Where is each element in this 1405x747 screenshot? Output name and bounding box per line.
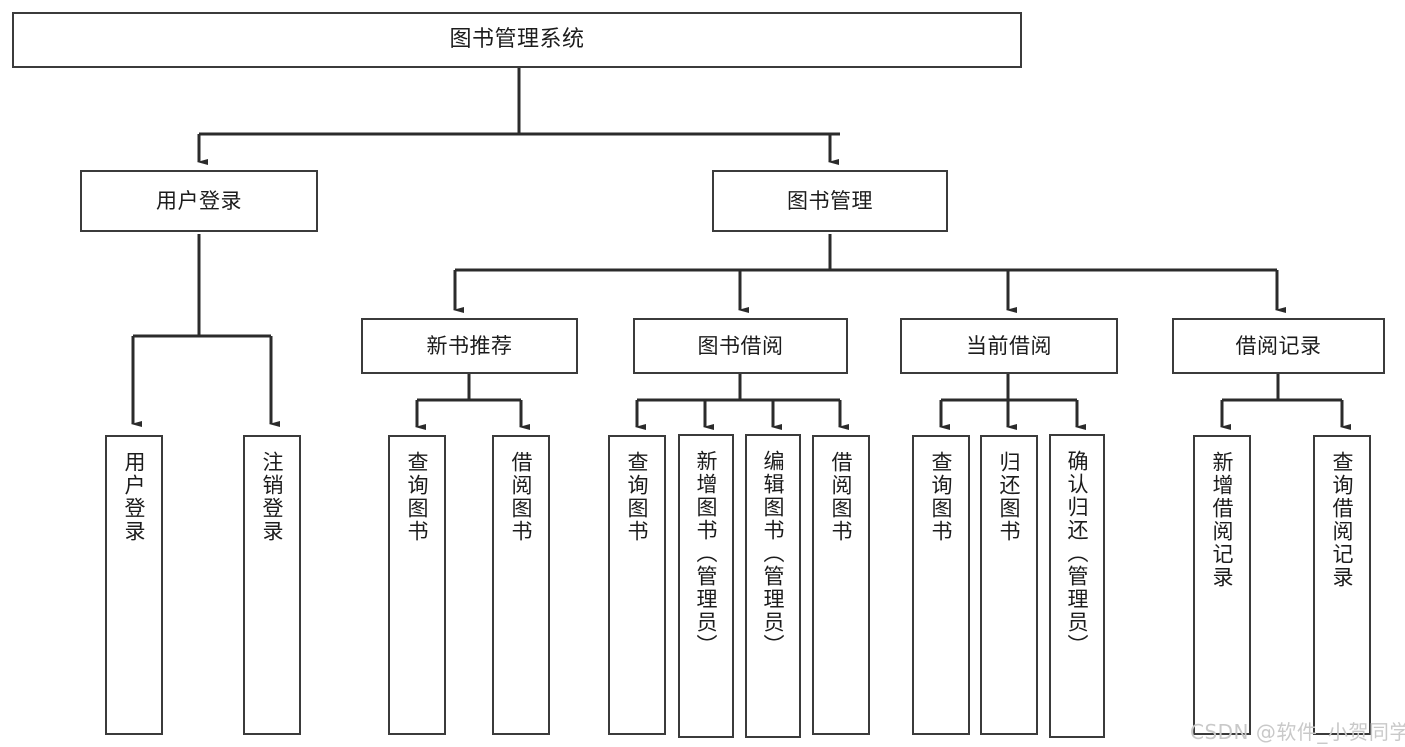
node-new-book-rec-label: 新书推荐: [426, 333, 513, 358]
node-leaf-add-record[interactable]: 新增借阅记录: [1193, 435, 1251, 735]
node-leaf-query-record[interactable]: 查询借阅记录: [1313, 435, 1371, 735]
node-borrow-record[interactable]: 借阅记录: [1172, 318, 1385, 374]
node-leaf-edit-book[interactable]: 编辑图书（管理员）: [745, 434, 801, 738]
node-leaf-logout[interactable]: 注销登录: [243, 435, 301, 735]
node-leaf-edit-book-label: 编辑图书（管理员）: [761, 450, 786, 657]
node-leaf-borrow-book-2-label: 借阅图书: [829, 451, 854, 543]
csdn-watermark: CSDN @软件_小贺同学: [1190, 720, 1405, 744]
node-leaf-logout-label: 注销登录: [260, 451, 285, 543]
node-leaf-add-record-label: 新增借阅记录: [1210, 451, 1235, 589]
node-user-login-label: 用户登录: [156, 188, 242, 213]
node-leaf-user-login-label: 用户登录: [122, 451, 147, 543]
node-leaf-confirm-return-label: 确认归还（管理员）: [1065, 450, 1090, 657]
node-current-borrow-label: 当前借阅: [966, 333, 1052, 358]
node-leaf-borrow-book-2[interactable]: 借阅图书: [812, 435, 870, 735]
node-root-label: 图书管理系统: [449, 27, 585, 53]
node-user-login[interactable]: 用户登录: [80, 170, 318, 232]
node-book-borrow-label: 图书借阅: [697, 333, 784, 358]
node-leaf-query-book-2-label: 查询图书: [625, 451, 650, 543]
node-leaf-borrow-book-1-label: 借阅图书: [509, 451, 534, 543]
node-leaf-query-book-1-label: 查询图书: [405, 451, 430, 543]
node-leaf-query-book-3[interactable]: 查询图书: [912, 435, 970, 735]
node-leaf-query-record-label: 查询借阅记录: [1330, 451, 1355, 589]
node-leaf-add-book[interactable]: 新增图书（管理员）: [678, 434, 734, 738]
node-leaf-query-book-2[interactable]: 查询图书: [608, 435, 666, 735]
node-leaf-query-book-1[interactable]: 查询图书: [388, 435, 446, 735]
node-leaf-borrow-book-1[interactable]: 借阅图书: [492, 435, 550, 735]
node-leaf-add-book-label: 新增图书（管理员）: [694, 450, 719, 657]
node-leaf-user-login[interactable]: 用户登录: [105, 435, 163, 735]
node-book-borrow[interactable]: 图书借阅: [633, 318, 848, 374]
node-book-manage-label: 图书管理: [787, 188, 873, 213]
node-current-borrow[interactable]: 当前借阅: [900, 318, 1118, 374]
node-leaf-confirm-return[interactable]: 确认归还（管理员）: [1049, 434, 1105, 738]
node-leaf-return-book-label: 归还图书: [997, 451, 1022, 543]
node-leaf-return-book[interactable]: 归还图书: [980, 435, 1038, 735]
node-borrow-record-label: 借阅记录: [1235, 333, 1322, 358]
node-root[interactable]: 图书管理系统: [12, 12, 1022, 68]
node-leaf-query-book-3-label: 查询图书: [929, 451, 954, 543]
node-new-book-rec[interactable]: 新书推荐: [361, 318, 578, 374]
node-book-manage[interactable]: 图书管理: [712, 170, 948, 232]
